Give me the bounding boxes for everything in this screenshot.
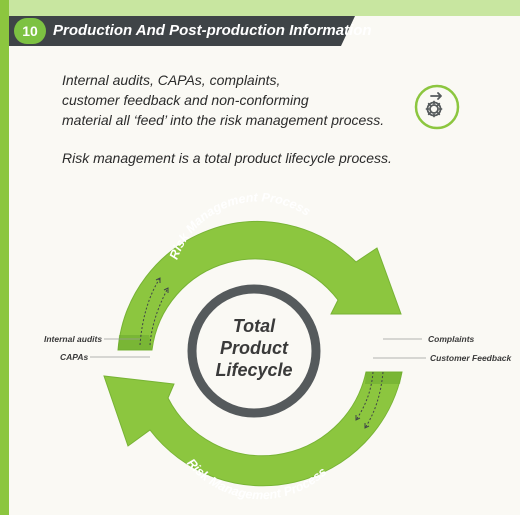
center-label-line: Lifecycle: [215, 360, 293, 380]
intro-line: material all ‘feed’ into the risk manage…: [62, 112, 385, 128]
input-label-internal-audits: Internal audits: [44, 334, 103, 344]
center-label-line: Total: [232, 316, 276, 336]
section-title: Production And Post-production Informati…: [53, 22, 372, 39]
center-label: Total Product Lifecycle: [198, 315, 310, 381]
intro-line: customer feedback and non-conforming: [62, 92, 309, 108]
input-label-capas: CAPAs: [60, 352, 89, 362]
input-flow-arrows: [139, 277, 384, 429]
lifecycle-ring: [187, 284, 321, 418]
bottom-process-arrow: [103, 371, 403, 487]
input-label-complaints: Complaints: [428, 334, 475, 344]
input-label-customer-feedback: Customer Feedback: [430, 353, 512, 363]
center-label-line: Product: [219, 338, 288, 358]
intro-paragraph: Internal audits, CAPAs, complaints, cust…: [62, 70, 402, 130]
input-leader-lines: [90, 338, 426, 359]
left-accent-rail: [0, 0, 9, 515]
intro-line: Internal audits, CAPAs, complaints,: [62, 72, 281, 88]
summary-statement: Risk management is a total product lifec…: [62, 150, 392, 166]
section-number-badge: 10: [14, 18, 46, 44]
process-gear-icon: [414, 84, 460, 130]
top-band: [0, 0, 520, 16]
section-header-bar: [9, 16, 355, 46]
